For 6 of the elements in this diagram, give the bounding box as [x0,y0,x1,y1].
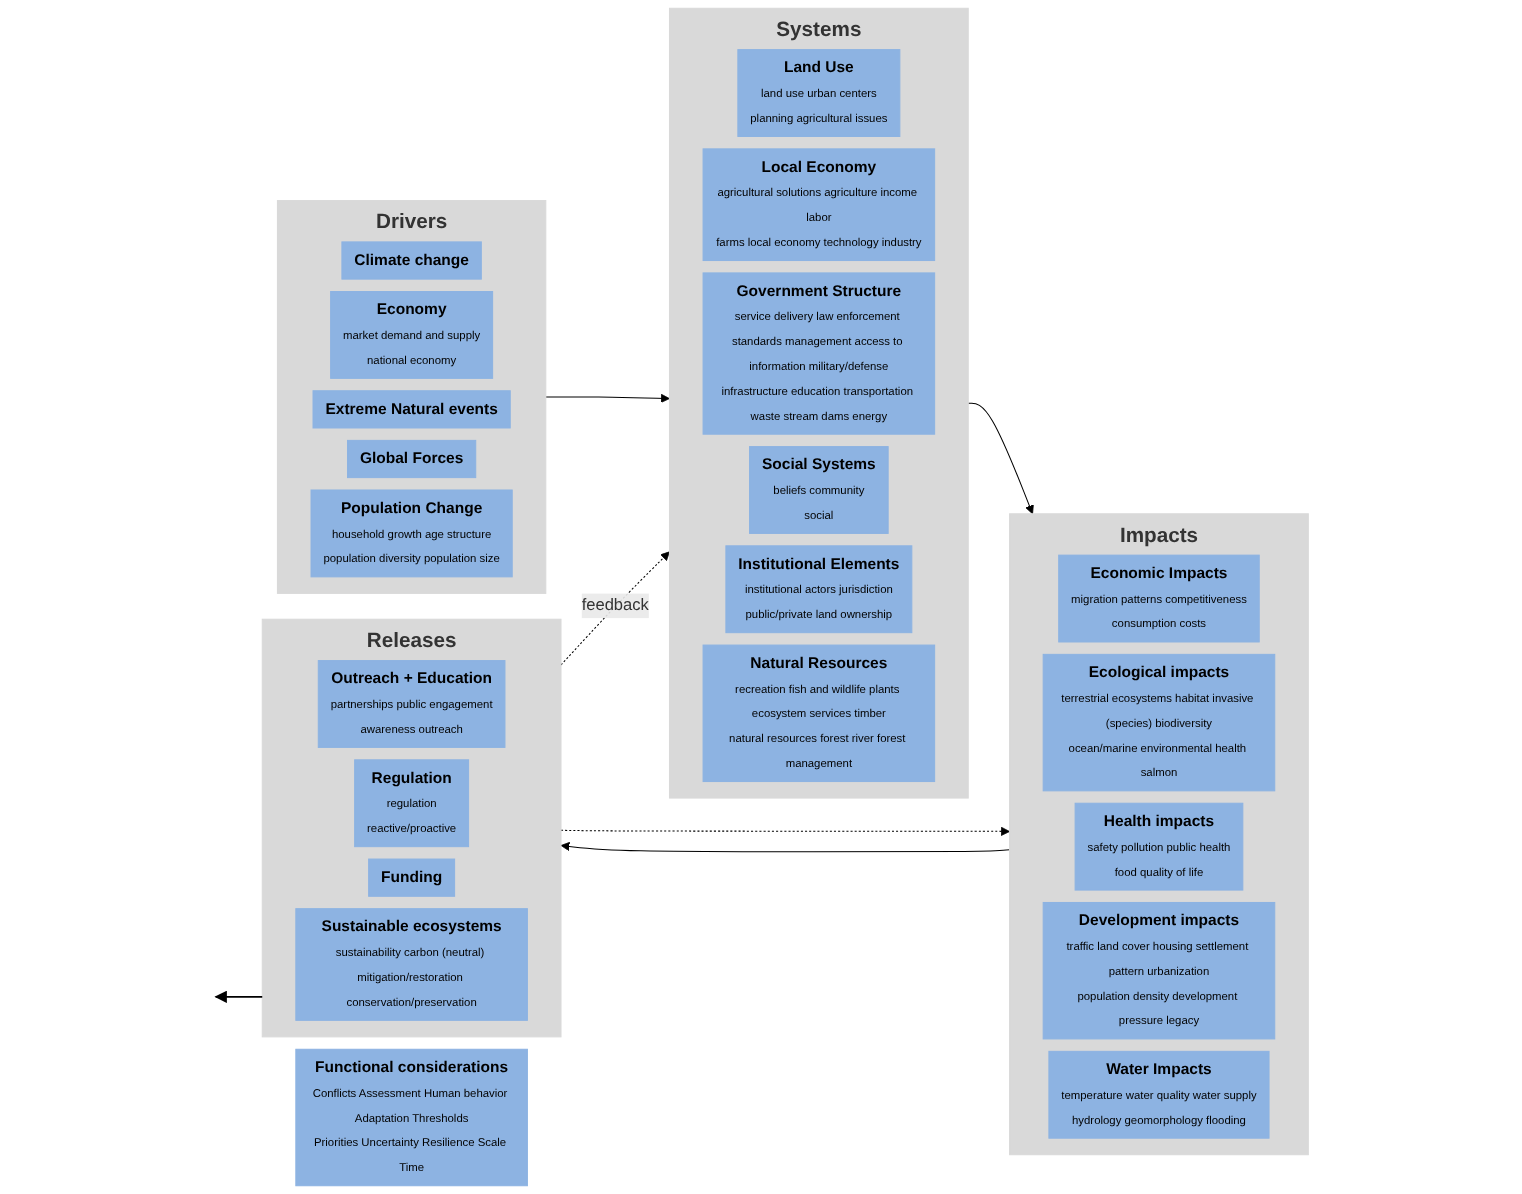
arrow [967,402,1034,515]
arrow [214,990,263,1004]
arrow [560,841,1011,853]
arrow [560,826,1010,836]
arrow [545,393,670,403]
arrow [560,551,670,666]
